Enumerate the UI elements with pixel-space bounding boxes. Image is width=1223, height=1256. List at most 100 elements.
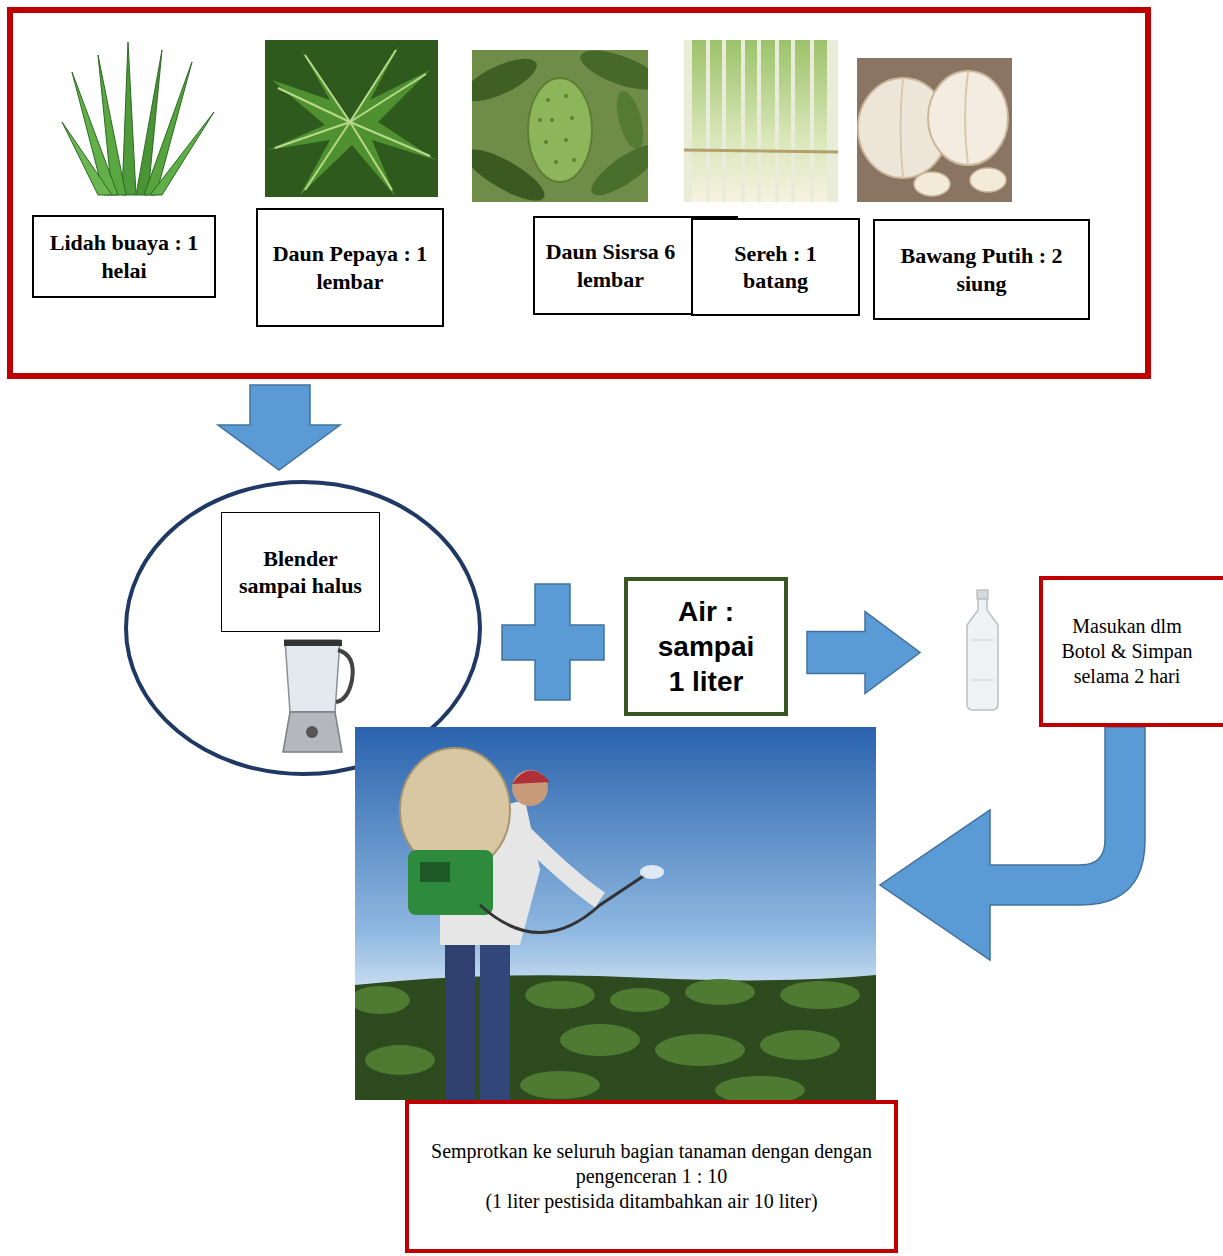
bottle-picture [972,640,993,641]
soursop-picture [564,138,568,142]
ingredient-box: Lidah buaya : 1 helai [32,215,216,298]
ingredient-box: Sereh : 1 batang [691,218,860,316]
node-text: Lidah buaya : 1 helai [42,229,206,284]
spraying-photo [355,727,876,1100]
spraying-photo [520,830,600,900]
spraying-photo [355,975,876,1100]
papaya-leaf-picture [278,88,350,122]
lemongrass-picture [745,40,757,202]
soursop-picture [544,140,548,144]
spraying-photo [420,862,450,882]
spraying-photo [780,981,860,1009]
aloe-picture [150,112,214,195]
blender-picture [336,650,353,702]
spraying-photo [480,930,510,1100]
aloe-picture [122,42,136,195]
aloe-picture [62,42,214,195]
ingredient-box: Daun Pepaya : 1 lembar [256,208,444,327]
bottle-picture [977,590,988,599]
spraying-photo [715,1076,805,1100]
down-arrow [218,385,340,470]
garlic-picture [857,58,1012,202]
spraying-photo [355,986,410,1014]
blender-picture [283,712,342,752]
water-box: Air : sampai 1 liter [624,577,788,716]
blender-picture [285,640,340,712]
soursop-picture [612,88,648,152]
spraying-photo [512,770,550,784]
node-text: Masukan dlm Botol & Simpan selama 2 hari [1051,614,1203,689]
spraying-photo [640,865,664,879]
soursop-picture [472,50,648,202]
ingredient-frame [10,10,1148,376]
papaya-leaf-picture [350,74,426,122]
bottle-picture [967,599,998,710]
node-text: Air : sampai 1 liter [650,594,762,699]
soursop-picture [538,94,576,164]
node-text: Daun Sisrsa 6 lembar [543,238,678,293]
spraying-photo [445,930,475,1100]
lemongrass-picture [726,40,741,202]
blender-picture [306,726,318,738]
soursop-picture [554,160,558,164]
spraying-photo [525,981,595,1009]
soursop-picture [570,116,574,120]
storage-box: Masukan dlm Botol & Simpan selama 2 hari [1039,576,1223,727]
spraying-photo [760,1030,840,1060]
lemongrass-picture [684,40,838,202]
papaya-leaf-picture [265,40,438,197]
node-text: Daun Pepaya : 1 lembar [268,240,432,295]
papaya-leaf-picture [275,122,350,148]
node-text: Semprotkan ke seluruh bagian tanaman den… [431,1139,872,1189]
lemongrass-picture [795,40,810,202]
instruction-box: Semprotkan ke seluruh bagian tanaman den… [405,1100,898,1253]
bottle-picture [967,590,998,710]
blender-picture [284,640,342,646]
papaya-leaf-picture [305,122,350,190]
node-text: Bawang Putih : 2 siung [885,242,1078,297]
process-box: Blender sampai halus [221,512,380,632]
soursop-picture [546,98,550,102]
lemongrass-picture [710,40,722,202]
ingredient-box: Bawang Putih : 2 siung [873,219,1090,320]
soursop-picture [576,50,648,98]
block-arrow [880,727,1145,960]
lemongrass-picture [692,40,706,202]
garlic-picture [901,71,969,178]
soursop-picture [528,78,592,182]
soursop-picture [472,50,542,109]
bottle-picture [972,680,993,681]
node-text: Blender sampai halus [230,545,371,600]
aloe-picture [62,122,112,195]
plus-sign [502,584,604,700]
plus-sign [502,584,604,700]
spraying-photo [355,727,876,1100]
garlic-picture [970,168,1006,192]
spraying-photo [610,988,670,1012]
spraying-photo [480,875,645,933]
node-text: (1 liter pestisida ditambahkan air 10 li… [485,1189,817,1214]
spraying-photo [365,1045,435,1075]
lemongrass-picture [779,40,791,202]
soursop-picture [572,158,576,162]
lemongrass-picture [684,40,838,202]
spraying-photo [520,1071,600,1099]
papaya-leaf-picture [350,50,396,122]
spraying-photo [655,1034,745,1066]
garlic-picture [857,58,1012,202]
papaya-leaf-picture [268,44,436,196]
soursop-picture [550,118,554,122]
papaya-leaf-picture [350,122,392,190]
lemongrass-picture [814,40,827,202]
papaya-leaf-picture [275,50,430,190]
papaya-leaf-picture [265,40,438,197]
lemongrass-picture [761,40,775,202]
block-arrow [807,612,920,694]
garlic-picture [928,71,1008,165]
lemongrass-picture [684,150,838,152]
papaya-leaf-picture [350,122,430,156]
node-text: Sereh : 1 batang [701,240,850,295]
spraying-photo [560,1024,640,1056]
soursop-picture [564,94,568,98]
